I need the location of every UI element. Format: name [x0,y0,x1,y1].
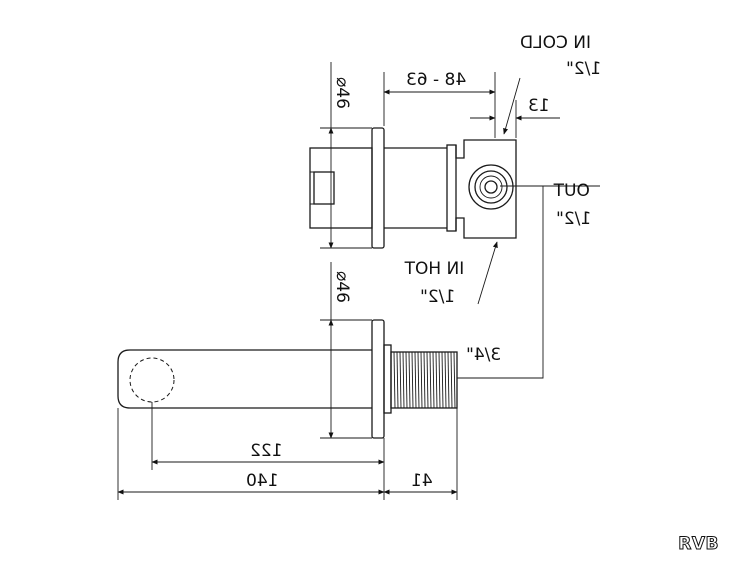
dimension-offset: 13 [528,96,550,116]
dimension-lines [117,62,560,500]
thread-line [447,351,450,409]
dimension-depth-range: 48 - 63 [406,70,466,90]
thread-line [453,351,456,409]
dimension-length-122: 122 [250,441,282,461]
dimension-diameter-bottom: ⌀46 [332,271,352,303]
label-in-hot: IN HOT [404,259,464,279]
thread-line [435,351,438,409]
spout-view [117,319,458,439]
label-in-cold: IN COLD [520,33,591,53]
thread-line [429,351,432,409]
thread-line [417,351,420,409]
thread-line [414,351,417,409]
valve-body-view [309,127,517,249]
thread-line [393,351,396,409]
thread-line [423,351,426,409]
thread-line [432,351,435,409]
thread-line [441,351,444,409]
label-out-size: 1/2" [556,209,591,229]
thread-line [396,351,399,409]
thread-line [444,351,447,409]
label-in-hot-size: 1/2" [420,287,455,307]
label-in-cold-size: 1/2" [566,59,601,79]
leader-lines [457,77,600,379]
thread-line [405,351,408,409]
thread-line [402,351,405,409]
thread-line [420,351,423,409]
dimension-length-140: 140 [246,471,278,491]
thread-line [426,351,429,409]
thread-line [438,351,441,409]
dimension-diameter-top: ⌀46 [332,77,352,109]
thread-line [411,351,414,409]
thread-line [408,351,411,409]
dimension-length-41: 41 [411,471,433,491]
label-out: OUT [553,181,590,201]
label-thread-size: 3/4" [466,345,501,365]
thread-line [450,351,453,409]
brand-logo: RVB [678,534,719,555]
thread-line [399,351,402,409]
drawing-labels: IN COLD 1/2" 48 - 63 13 OUT 1/2" IN HOT … [246,33,601,491]
